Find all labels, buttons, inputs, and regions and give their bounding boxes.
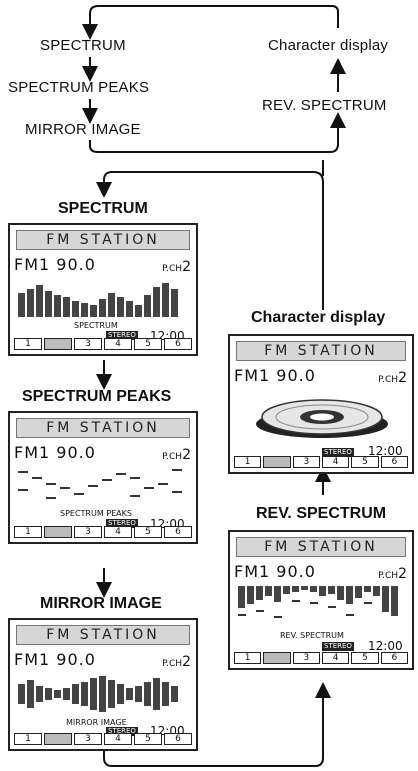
preset-button-2 [44,338,72,350]
preset-button-4: 4 [104,338,132,350]
preset-button-5: 5 [134,733,162,745]
preset-button-2 [263,456,290,468]
preset-button-5: 5 [351,652,378,664]
preset-button-6: 6 [381,456,408,468]
preset-buttons: 1 3 4 5 6 [14,733,192,745]
disc-graphic [254,394,390,440]
preset-button-6: 6 [164,733,192,745]
character-display-screen: FM STATION FM1 90.0 P.CH2 STEREO 12:00 1… [228,334,414,474]
station-banner: FM STATION [16,230,190,250]
flow-label-mirror-image: MIRROR IMAGE [25,121,141,138]
preset-button-4: 4 [104,526,132,538]
preset-button-3: 3 [74,526,102,538]
preset-channel: P.CH2 [162,259,191,275]
mode-label: SPECTRUM PEAKS [60,509,132,518]
flow-label-spectrum-peaks: SPECTRUM PEAKS [8,79,149,96]
preset-channel: P.CH2 [162,654,191,670]
character-display-heading: Character display [251,309,385,327]
band-frequency: FM1 90.0 [14,443,96,462]
preset-channel: P.CH2 [378,566,407,582]
preset-button-1: 1 [14,733,42,745]
band-frequency: FM1 90.0 [234,366,316,385]
station-banner: FM STATION [236,341,406,361]
spectrum-peak-marks [14,467,194,505]
preset-button-6: 6 [381,652,408,664]
preset-buttons: 1 3 4 5 6 [234,456,408,468]
flow-label-rev-spectrum: REV. SPECTRUM [262,97,387,114]
preset-buttons: 1 3 4 5 6 [14,338,192,350]
band-frequency: FM1 90.0 [234,562,316,581]
mirror-image-heading: MIRROR IMAGE [40,595,162,613]
preset-button-3: 3 [74,733,102,745]
preset-channel: P.CH2 [378,370,407,386]
mode-label: MIRROR IMAGE [66,718,127,727]
preset-button-3: 3 [74,338,102,350]
rev-spectrum-bars [234,586,410,628]
spectrum-bars [14,279,194,317]
mode-label: REV. SPECTRUM [280,631,344,640]
rev-spectrum-heading: REV. SPECTRUM [256,505,386,523]
preset-button-5: 5 [134,338,162,350]
station-banner: FM STATION [236,537,406,557]
spectrum-peaks-screen: FM STATION FM1 90.0 P.CH2 SPECTRUM PEAKS… [8,411,198,544]
rev-spectrum-screen: FM STATION FM1 90.0 P.CH2 REV. SPECTRUM … [228,530,414,670]
preset-button-5: 5 [351,456,378,468]
preset-buttons: 1 3 4 5 6 [234,652,408,664]
preset-button-1: 1 [14,526,42,538]
preset-button-2 [44,526,72,538]
preset-button-6: 6 [164,526,192,538]
preset-button-2 [44,733,72,745]
mirror-image-screen: FM STATION FM1 90.0 P.CH2 MIRROR IMAGE S… [8,618,198,751]
station-banner: FM STATION [16,625,190,645]
preset-button-1: 1 [234,652,261,664]
preset-button-6: 6 [164,338,192,350]
station-banner: FM STATION [16,418,190,438]
preset-button-5: 5 [134,526,162,538]
preset-button-4: 4 [322,652,349,664]
clock: 12:00 [368,639,403,653]
stereo-indicator: STEREO [322,642,354,651]
flow-label-character-display: Character display [268,37,388,54]
preset-button-2 [263,652,290,664]
preset-button-4: 4 [322,456,349,468]
preset-button-3: 3 [293,652,320,664]
preset-button-4: 4 [104,733,132,745]
band-frequency: FM1 90.0 [14,650,96,669]
mirror-bars [14,674,194,714]
spectrum-screen: FM STATION FM1 90.0 P.CH2 SPECTRUM STERE… [8,223,198,356]
mode-label: SPECTRUM [74,321,118,330]
preset-channel: P.CH2 [162,447,191,463]
preset-buttons: 1 3 4 5 6 [14,526,192,538]
preset-button-1: 1 [14,338,42,350]
spectrum-peaks-heading: SPECTRUM PEAKS [22,388,171,406]
preset-button-1: 1 [234,456,261,468]
flow-label-spectrum: SPECTRUM [40,37,126,54]
band-frequency: FM1 90.0 [14,255,96,274]
preset-button-3: 3 [293,456,320,468]
spectrum-heading: SPECTRUM [58,200,148,218]
